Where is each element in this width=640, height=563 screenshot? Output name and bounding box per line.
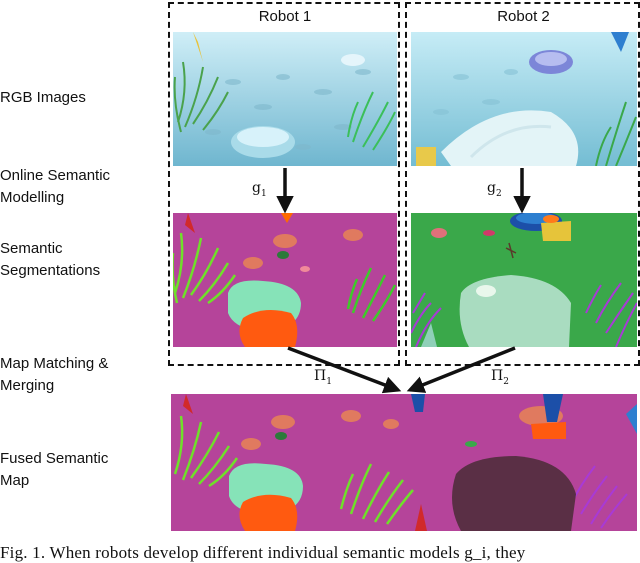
fused-semantic-map	[171, 394, 637, 531]
robot-2-model-label: g2	[487, 180, 502, 199]
robot-2-matching-label: Π2	[491, 368, 509, 387]
row-label-segmentations-line2: Segmentations	[0, 262, 101, 279]
robot-2-merge-arrow	[406, 346, 516, 393]
robot-2-box	[405, 2, 640, 366]
row-label-map-matching-line1: Map Matching &	[0, 355, 109, 372]
robot-2-semantic-segmentation	[411, 213, 637, 347]
row-label-fused-map-line1: Fused Semantic	[0, 450, 109, 467]
robot-1-model-label: g1	[252, 180, 267, 199]
row-label-segmentations-line1: Semantic	[0, 240, 63, 257]
robot-1-rgb-image	[173, 32, 397, 166]
robot-1-merge-arrow	[287, 346, 402, 394]
robot-2-title: Robot 2	[497, 8, 550, 25]
row-label-online-modelling-line1: Online Semantic	[0, 167, 111, 184]
robot-2-rgb-image	[411, 32, 637, 166]
row-label-map-matching-line2: Merging	[0, 377, 55, 394]
row-label-online-modelling-line2: Modelling	[0, 189, 65, 206]
robot-1-title: Robot 1	[258, 8, 312, 25]
row-label-rgb-images: RGB Images	[0, 89, 86, 106]
robot-1-matching-label: Π1	[314, 368, 332, 387]
robot-1-semantic-segmentation	[173, 213, 397, 347]
row-label-fused-map-line2: Map	[0, 472, 30, 489]
robot-1-box	[168, 2, 400, 366]
figure-caption: Fig. 1. When robots develop different in…	[0, 543, 526, 562]
